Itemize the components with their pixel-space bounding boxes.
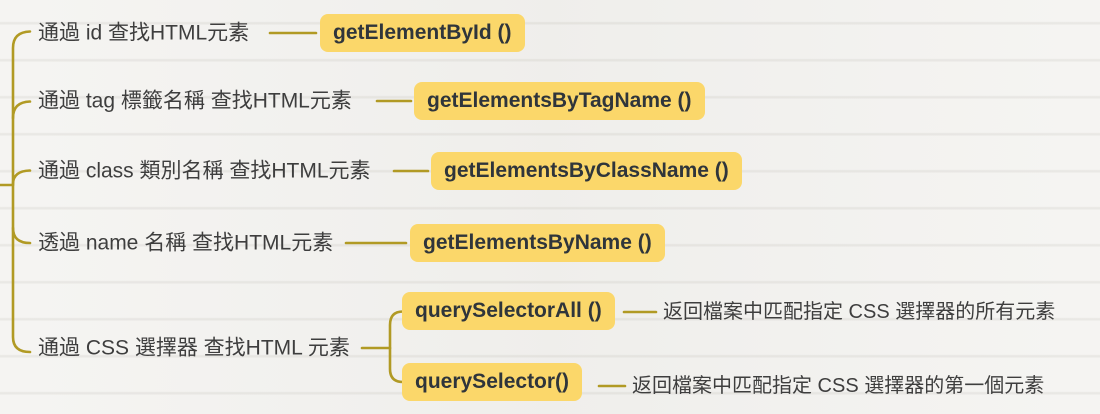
branch-label-id[interactable]: 通過 id 查找HTML元素 bbox=[38, 21, 250, 45]
method-node-getelementbyid[interactable]: getElementById () bbox=[320, 14, 525, 52]
method-node-queryselectorall[interactable]: querySelectorAll () bbox=[402, 292, 615, 330]
branch-label-name[interactable]: 透過 name 名稱 查找HTML元素 bbox=[38, 231, 334, 255]
description-queryselector[interactable]: 返回檔案中匹配指定 CSS 選擇器的第一個元素 bbox=[632, 375, 1045, 397]
connector-branch-2 bbox=[11, 100, 32, 120]
branch-label-tag[interactable]: 通過 tag 標籤名稱 查找HTML元素 bbox=[38, 89, 352, 113]
branch-label-css-selector[interactable]: 通過 CSS 選擇器 查找HTML 元素 bbox=[38, 336, 350, 360]
branch-label-class[interactable]: 通過 class 類別名稱 查找HTML元素 bbox=[38, 159, 371, 183]
method-node-getelementsbytagname[interactable]: getElementsByTagName () bbox=[414, 82, 705, 120]
method-node-getelementsbyclassname[interactable]: getElementsByClassName () bbox=[431, 152, 742, 190]
method-node-queryselector[interactable]: querySelector() bbox=[402, 363, 583, 401]
connector-branch-3 bbox=[11, 169, 32, 186]
connector-branch-4 bbox=[11, 226, 32, 245]
connector-trunk bbox=[11, 30, 32, 354]
description-queryselectorall[interactable]: 返回檔案中匹配指定 CSS 選擇器的所有元素 bbox=[663, 301, 1056, 323]
connector-row5-bracket bbox=[388, 310, 405, 384]
method-node-getelementsbyname[interactable]: getElementsByName () bbox=[410, 224, 665, 262]
